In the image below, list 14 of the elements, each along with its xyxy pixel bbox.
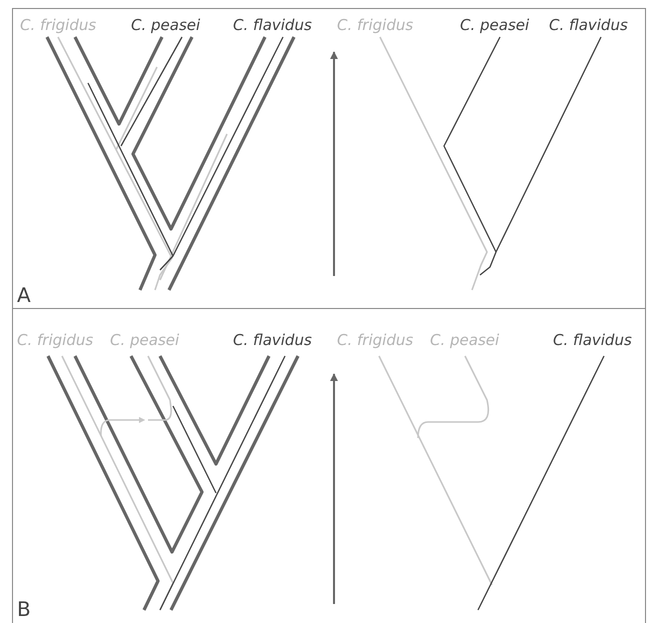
species-label: C. flavidus [233, 16, 312, 34]
panel-letter: A [17, 284, 31, 306]
species-label: C. peasei [131, 16, 200, 34]
panel-letter: B [17, 598, 31, 620]
species-label: C. frigidus [17, 331, 94, 349]
species-label: C. peasei [110, 331, 180, 349]
species-label: C. flavidus [553, 331, 632, 349]
species-label: C. frigidus [337, 16, 414, 34]
species-label: C. peasei [460, 16, 530, 34]
species-label: C. peasei [430, 331, 500, 349]
species-label: C. frigidus [20, 16, 96, 34]
species-label: C. flavidus [549, 16, 628, 34]
species-label: C. flavidus [233, 331, 312, 349]
species-label: C. frigidus [337, 331, 414, 349]
